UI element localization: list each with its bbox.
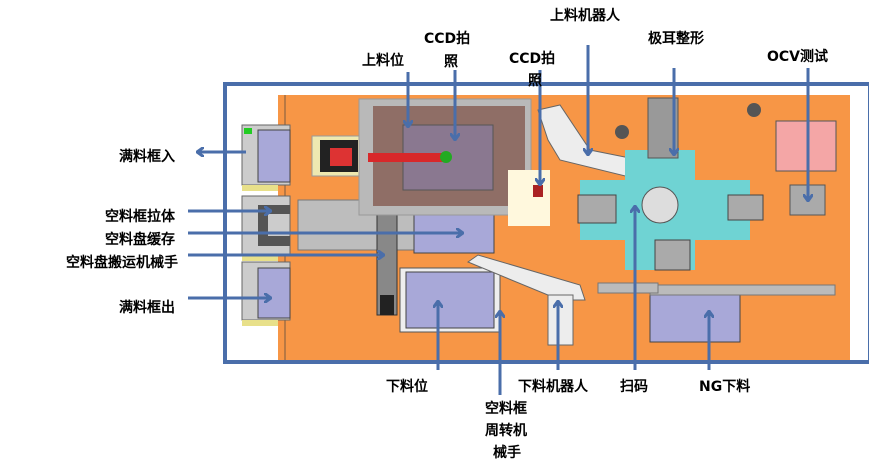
label-empty-frame-puller: 空料框拉体 [105, 209, 175, 225]
label-ccd2-line2: 照 [528, 73, 542, 89]
label-loading-robot: 上料机器人 [550, 8, 620, 24]
empty-frame-puller-module [241, 195, 291, 261]
label-ccd2-line1: CCD拍 [509, 51, 556, 67]
ocv-tester-box [775, 120, 837, 172]
label-loading-position: 上料位 [362, 53, 404, 69]
label-unloading-position: 下料位 [386, 379, 428, 395]
label-full-frame-out: 满料框出 [119, 300, 175, 316]
ccd-window [358, 98, 532, 216]
label-ocv-test: OCV测试 [767, 49, 829, 65]
unloading-tray [399, 267, 501, 333]
label-ccd1-line1: CCD拍 [424, 31, 471, 47]
label-ng-unloading: NG下料 [699, 379, 751, 395]
label-full-frame-in: 满料框入 [119, 149, 175, 165]
label-empty-frame-transfer-line1: 空料框 [485, 401, 527, 417]
full-frame-in-module [241, 124, 291, 191]
machine-boundary-frame [223, 82, 869, 364]
turntable [577, 150, 764, 271]
label-empty-frame-transfer-line3: 械手 [493, 445, 521, 461]
label-empty-tray-handler: 空料盘搬运机械手 [66, 255, 178, 271]
label-empty-tray-buffer: 空料盘缓存 [105, 232, 175, 248]
label-unloading-robot: 下料机器人 [518, 379, 588, 395]
label-tab-shaping: 极耳整形 [648, 31, 704, 47]
ng-tray [649, 284, 836, 343]
label-empty-frame-transfer-line2: 周转机 [485, 423, 527, 439]
label-ccd1-line2: 照 [444, 54, 458, 70]
label-barcode-scan: 扫码 [620, 379, 648, 395]
full-frame-out-module [241, 261, 291, 326]
